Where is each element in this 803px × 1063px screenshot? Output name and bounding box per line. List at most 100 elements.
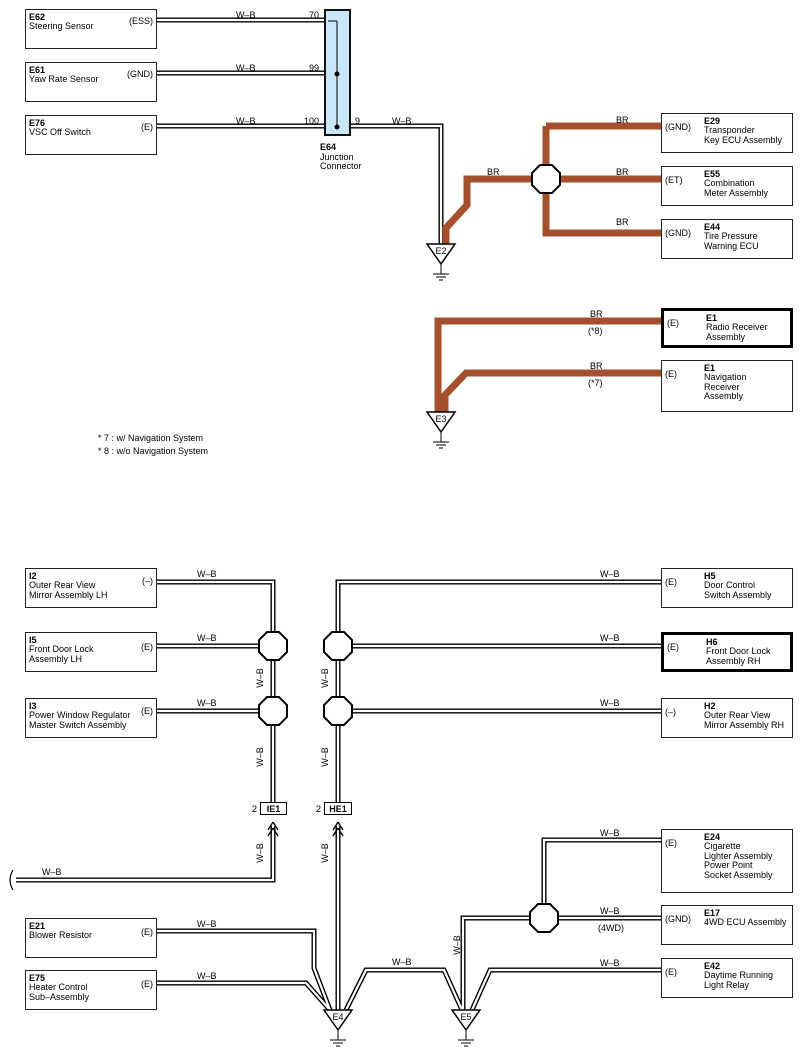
component-pin: (GND) (665, 228, 691, 238)
note-no-nav: * 8 : w/o Navigation System (98, 446, 209, 456)
splice-e5 (529, 903, 559, 933)
component-h2[interactable]: (–) H2 Outer Rear View Mirror Assembly R… (661, 698, 793, 738)
wire-label: W–B (197, 569, 217, 579)
connector-he1[interactable]: HE1 (324, 802, 352, 815)
wb-wires-e4 (156, 928, 333, 1012)
component-name: Transponder Key ECU Assembly (704, 125, 783, 145)
component-name: Power Window Regulator Master Switch Ass… (29, 710, 131, 730)
wb-wire-ie1-in (9, 821, 279, 891)
component-name: 4WD ECU Assembly (704, 917, 787, 927)
ground-label-e4: E4 (332, 1012, 344, 1022)
wire-label: W–B (600, 698, 620, 708)
ground-label-e5: E5 (460, 1012, 472, 1022)
wb-wire-e64-to-e2 (349, 123, 444, 245)
component-name: Heater Control Sub–Assembly (29, 982, 90, 1002)
ground-label-e2: E2 (435, 246, 447, 256)
component-code: I2 (29, 571, 37, 581)
connector-ie1[interactable]: IE1 (260, 802, 287, 815)
component-pin: (ET) (665, 175, 683, 185)
splice-he1-upper (323, 631, 353, 661)
component-e62[interactable]: E62 Steering Sensor (ESS) (25, 9, 157, 49)
wire-label: W–B (254, 668, 265, 688)
wire-label: BR (487, 167, 500, 177)
component-code: E29 (704, 116, 721, 126)
junction-connector-label: E64 Junction Connector (320, 142, 362, 172)
component-pin: (E) (665, 967, 677, 977)
component-name: Combination Meter Assembly (704, 178, 769, 198)
component-code: E61 (29, 65, 46, 75)
component-i2[interactable]: I2 Outer Rear View Mirror Assembly LH (–… (25, 568, 157, 608)
component-code: E44 (704, 222, 721, 232)
component-e21[interactable]: E21 Blower Resistor (E) (25, 918, 157, 958)
wire-label: BR (590, 309, 603, 319)
wire-label: W–B (392, 957, 412, 967)
component-pin: (ESS) (128, 16, 153, 26)
wire-label: W–B (236, 63, 256, 73)
jc-pin-9: 9 (355, 116, 361, 126)
wire-label: W–B (600, 569, 620, 579)
component-code: I3 (29, 701, 37, 711)
component-e44[interactable]: (GND) E44 Tire Pressure Warning ECU (661, 219, 793, 259)
component-e1-navigation[interactable]: (E) E1 Navigation Receiver Assembly (661, 360, 793, 412)
connector-pin: 2 (316, 804, 322, 814)
wb-wires-he1 (335, 579, 662, 803)
component-name: VSC Off Switch (29, 127, 91, 137)
component-name: Yaw Rate Sensor (29, 74, 99, 84)
wire-label: W–B (600, 906, 620, 916)
component-code: E1 (704, 363, 716, 373)
component-h5[interactable]: (E) H5 Door Control Switch Assembly (661, 568, 793, 608)
component-pin: (–) (665, 707, 676, 717)
component-code: E21 (29, 921, 46, 931)
wb-wires-e5 (343, 837, 662, 1012)
component-code: E62 (29, 12, 46, 22)
component-code: H5 (704, 571, 716, 581)
component-h6[interactable]: (E) H6 Front Door Lock Assembly RH (661, 632, 793, 672)
component-code: H2 (704, 701, 716, 711)
wire-label: W–B (392, 116, 412, 126)
component-pin: (GND) (665, 122, 691, 132)
component-e55[interactable]: (ET) E55 Combination Meter Assembly (661, 166, 793, 206)
br-wires-e2 (442, 122, 662, 245)
component-pin: (GND) (127, 69, 153, 79)
component-pin: (E) (665, 577, 677, 587)
component-e24[interactable]: (E) E24 Cigarette Lighter Assembly Power… (661, 829, 793, 893)
component-code: E42 (704, 961, 721, 971)
component-pin: (E) (141, 122, 153, 132)
component-pin: (GND) (665, 914, 691, 924)
component-e75[interactable]: E75 Heater Control Sub–Assembly (E) (25, 970, 157, 1010)
component-name: Front Door Lock Assembly RH (706, 646, 771, 666)
component-pin: (E) (665, 838, 677, 848)
wire-label: W–B (319, 843, 330, 863)
component-e17[interactable]: (GND) E17 4WD ECU Assembly (661, 905, 793, 945)
component-pin: (E) (665, 369, 677, 379)
wire-label: W–B (197, 971, 217, 981)
component-name: Outer Rear View Mirror Assembly RH (704, 710, 785, 730)
component-code: E55 (704, 169, 721, 179)
component-i5[interactable]: I5 Front Door Lock Assembly LH (E) (25, 632, 157, 672)
component-i3[interactable]: I3 Power Window Regulator Master Switch … (25, 698, 157, 738)
component-name: Radio Receiver Assembly (706, 322, 768, 342)
wire-label: W–B (600, 633, 620, 643)
component-name: Cigarette Lighter Assembly Power Point S… (704, 841, 773, 880)
br-wires-e3 (434, 317, 662, 412)
junction-connector-name: Junction Connector (320, 151, 362, 171)
component-name: Outer Rear View Mirror Assembly LH (29, 580, 108, 600)
component-e42[interactable]: (E) E42 Daytime Running Light Relay (661, 958, 793, 998)
wire-label: BR (616, 115, 629, 125)
wire-label: BR (616, 217, 629, 227)
option-mark-7: (*7) (588, 378, 603, 388)
jc-pin-99: 99 (309, 63, 320, 73)
wire-label: W–B (451, 935, 462, 955)
wire-label: W–B (197, 633, 217, 643)
wire-label: W–B (197, 698, 217, 708)
component-e1-radio[interactable]: (E) E1 Radio Receiver Assembly (661, 308, 793, 348)
component-e29[interactable]: (GND) E29 Transponder Key ECU Assembly (661, 113, 793, 153)
component-e76[interactable]: E76 VSC Off Switch (E) (25, 115, 157, 155)
component-code: E76 (29, 118, 46, 128)
option-mark-8: (*8) (588, 326, 603, 336)
splice-ie1-upper (258, 631, 288, 661)
jc-pin-70: 70 (309, 10, 320, 20)
component-code: E24 (704, 832, 721, 842)
component-e61[interactable]: E61 Yaw Rate Sensor (GND) (25, 62, 157, 102)
wb-wires-ie1 (156, 579, 276, 803)
